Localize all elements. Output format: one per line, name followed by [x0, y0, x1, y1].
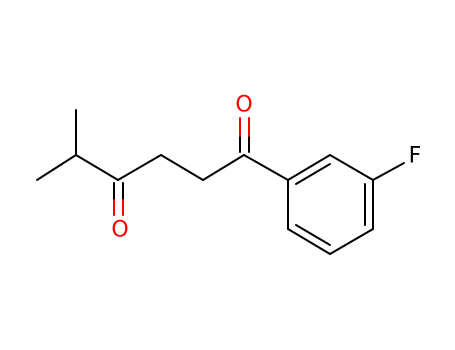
oxygen-atom-upper: O — [235, 93, 252, 118]
fluorine-atom: F — [409, 144, 422, 169]
bond-ch3b-ch — [36, 154, 77, 181]
ring-inner-3 — [295, 224, 331, 246]
oxygen-atom-lower: O — [111, 218, 128, 243]
bond-c1-ring — [243, 154, 289, 181]
bond-c3-c2 — [160, 154, 204, 181]
bond-ch-c4 — [75, 154, 119, 181]
bond-c2-c1 — [202, 154, 245, 181]
ring-bond-2 — [329, 154, 374, 181]
ring-bond-1 — [287, 154, 331, 181]
bond-c4-c3 — [117, 154, 162, 181]
ring-inner-1 — [295, 163, 331, 185]
ring-bond-5 — [287, 228, 331, 255]
bond-ring-f — [372, 162, 405, 181]
ring-bond-4 — [329, 228, 374, 255]
